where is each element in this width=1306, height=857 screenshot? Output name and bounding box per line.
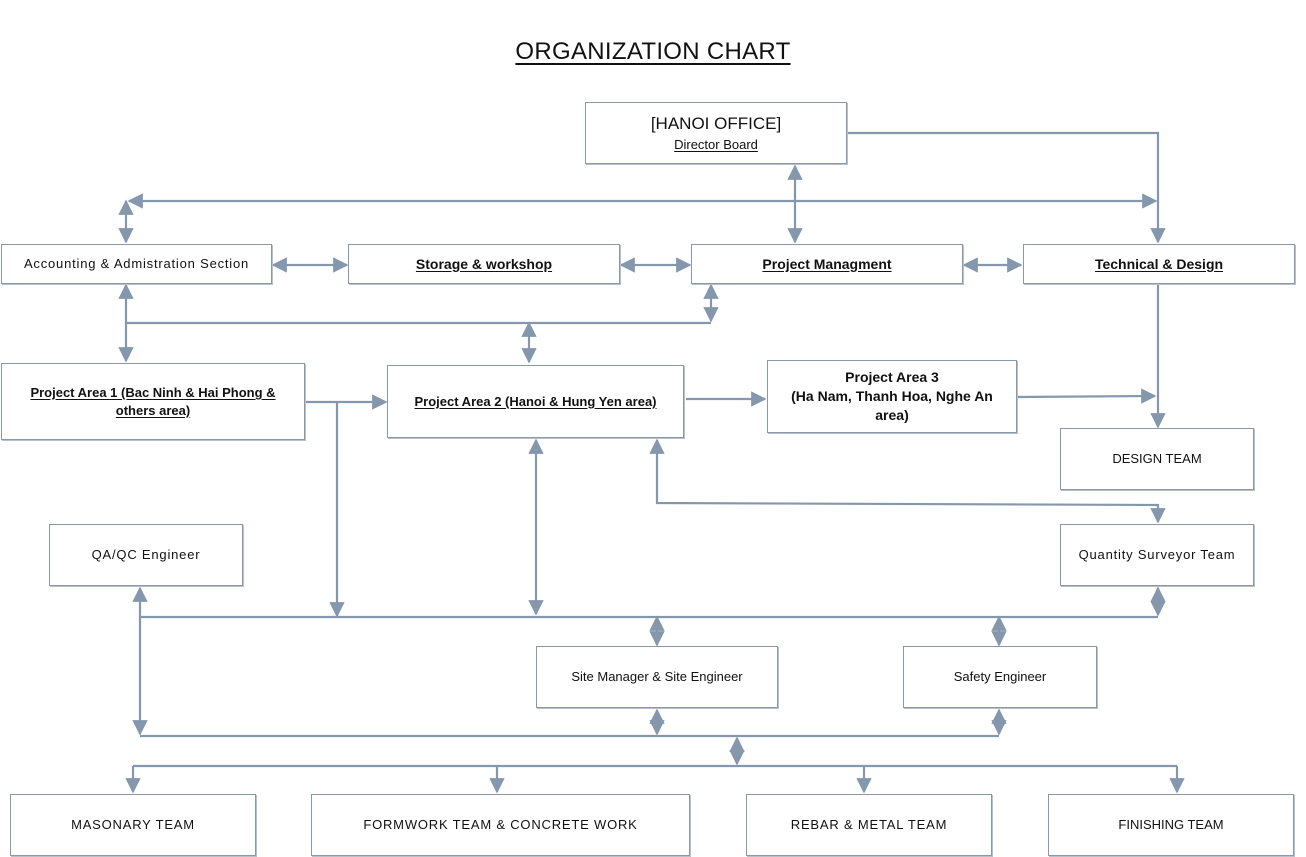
- chart-title: ORGANIZATION CHART: [515, 38, 791, 65]
- connector-director-technical: [847, 131, 1166, 244]
- box-masonary: MASONARY TEAM: [10, 794, 256, 856]
- box-rebar: REBAR & METAL TEAM: [746, 794, 992, 856]
- area3-line1: Project Area 3: [845, 369, 939, 386]
- masonary-label: MASONARY TEAM: [71, 817, 195, 833]
- connector-area3-design: [1017, 388, 1157, 404]
- technical-design-label: Technical & Design: [1094, 255, 1224, 272]
- box-technical-design: Technical & Design: [1023, 244, 1295, 284]
- finishing-label: FINISHING TEAM: [1118, 817, 1224, 833]
- box-storage: Storage & workshop: [348, 244, 620, 284]
- box-qaqc: QA/QC Engineer: [49, 524, 243, 586]
- site-manager-label: Site Manager & Site Engineer: [571, 669, 743, 685]
- area1-line1: Project Area 1 (Bac Ninh & Hai Phong &: [30, 384, 276, 400]
- box-project-area-2: Project Area 2 (Hanoi & Hung Yen area): [387, 365, 684, 438]
- box-accounting: Accounting & Admistration Section: [1, 244, 272, 284]
- project-management-label: Project Managment: [762, 255, 892, 272]
- area2-label: Project Area 2 (Hanoi & Hung Yen area): [414, 393, 657, 409]
- box-finishing: FINISHING TEAM: [1048, 794, 1294, 856]
- accounting-label: Accounting & Admistration Section: [23, 256, 250, 272]
- safety-label: Safety Engineer: [953, 669, 1047, 685]
- box-project-area-1: Project Area 1 (Bac Ninh & Hai Phong & o…: [1, 363, 305, 440]
- box-qs-team: Quantity Surveyor Team: [1060, 524, 1254, 586]
- box-hanoi-office: [HANOI OFFICE] Director Board: [585, 102, 847, 164]
- area1-line2: others area): [115, 402, 191, 418]
- formwork-label: FORMWORK TEAM & CONCRETE WORK: [363, 817, 638, 833]
- storage-label: Storage & workshop: [415, 255, 553, 272]
- box-safety: Safety Engineer: [903, 646, 1097, 708]
- box-project-area-3: Project Area 3 (Ha Nam, Thanh Hoa, Nghe …: [767, 360, 1017, 433]
- box-site-manager: Site Manager & Site Engineer: [536, 646, 778, 708]
- qaqc-label: QA/QC Engineer: [91, 547, 201, 563]
- hanoi-office-label: [HANOI OFFICE]: [650, 113, 782, 133]
- box-design-team: DESIGN TEAM: [1060, 428, 1254, 490]
- director-board-label: Director Board: [674, 136, 758, 152]
- box-formwork: FORMWORK TEAM & CONCRETE WORK: [311, 794, 690, 856]
- area3-line2: (Ha Nam, Thanh Hoa, Nghe An area): [791, 388, 993, 423]
- box-project-management: Project Managment: [691, 244, 963, 284]
- connector-area2-qs: [649, 438, 1166, 524]
- qs-team-label: Quantity Surveyor Team: [1078, 547, 1236, 563]
- rebar-label: REBAR & METAL TEAM: [790, 817, 948, 833]
- design-team-label: DESIGN TEAM: [1112, 451, 1202, 467]
